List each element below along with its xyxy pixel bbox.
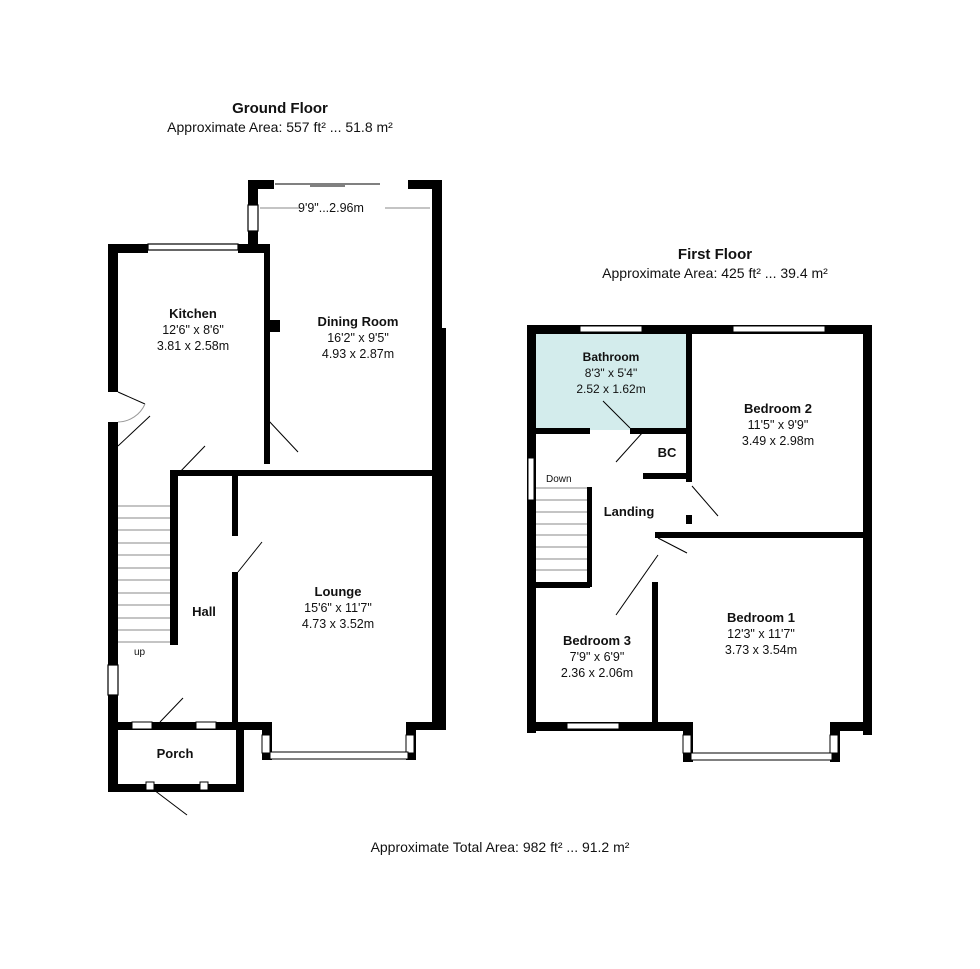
room-label-bathroom: Bathroom 8'3" x 5'4" 2.52 x 1.62m: [576, 349, 645, 397]
first-floor-title: First Floor: [677, 246, 753, 263]
room-dimensions-imperial: 16'2" x 9'5": [327, 331, 389, 345]
first-floor-plan: [527, 325, 872, 762]
room-dimensions-imperial: 12'3" x 11'7": [727, 627, 795, 641]
room-label-bc: BC: [658, 445, 677, 461]
room-dimensions-metric: 3.49 x 2.98m: [741, 434, 815, 448]
ground-floor-heading: Ground Floor Approximate Area: 557 ft² .…: [130, 100, 430, 136]
room-label-lounge: Lounge 15'6" x 11'7" 4.73 x 3.52m: [302, 584, 374, 632]
room-label-hall: Hall: [192, 604, 216, 620]
dining-width-dimension: 9'9"...2.96m: [298, 201, 364, 215]
room-label-bedroom-1: Bedroom 1 12'3" x 11'7" 3.73 x 3.54m: [725, 610, 797, 658]
ground-floor-plan: [107, 180, 446, 816]
room-dimensions-imperial: 7'9" x 6'9": [569, 650, 625, 664]
room-dimensions-metric: 2.52 x 1.62m: [576, 382, 646, 396]
room-label-kitchen: Kitchen 12'6" x 8'6" 3.81 x 2.58m: [157, 306, 229, 354]
room-name: BC: [657, 445, 677, 460]
room-dimensions-metric: 4.93 x 2.87m: [321, 347, 395, 361]
room-dimensions-metric: 2.36 x 2.06m: [560, 666, 634, 680]
room-name: Porch: [156, 746, 194, 761]
room-dimensions-imperial: 12'6" x 8'6": [162, 323, 224, 337]
room-name: Lounge: [314, 584, 362, 599]
room-label-landing: Landing: [604, 504, 655, 520]
bathroom-fill: [536, 332, 686, 430]
room-dimensions-imperial: 15'6" x 11'7": [304, 601, 372, 615]
room-dimensions-metric: 4.73 x 3.52m: [301, 617, 375, 631]
room-dimensions-metric: 3.73 x 3.54m: [724, 643, 798, 657]
room-name: Kitchen: [169, 306, 217, 321]
room-label-dining-room: Dining Room 16'2" x 9'5" 4.93 x 2.87m: [318, 314, 399, 362]
room-dimensions-imperial: 11'5" x 9'9": [747, 418, 809, 432]
room-dimensions-metric: 3.81 x 2.58m: [156, 339, 230, 353]
room-name: Bedroom 3: [563, 633, 631, 648]
room-label-bedroom-3: Bedroom 3 7'9" x 6'9" 2.36 x 2.06m: [561, 633, 633, 681]
room-name: Hall: [192, 604, 216, 619]
first-floor-area: Approximate Area: 425 ft² ... 39.4 m²: [602, 265, 828, 281]
room-name: Dining Room: [317, 314, 399, 329]
room-dimensions-imperial: 8'3" x 5'4": [584, 366, 638, 380]
ground-floor-area: Approximate Area: 557 ft² ... 51.8 m²: [167, 119, 393, 135]
room-label-porch: Porch: [157, 746, 194, 762]
stairs-down-label: Down: [546, 474, 572, 485]
room-name: Bedroom 2: [744, 401, 812, 416]
total-area: Approximate Total Area: 982 ft² ... 91.2…: [370, 839, 630, 855]
ground-floor-title: Ground Floor: [232, 100, 328, 117]
room-name: Landing: [603, 504, 655, 519]
room-name: Bathroom: [582, 350, 640, 364]
room-label-bedroom-2: Bedroom 2 11'5" x 9'9" 3.49 x 2.98m: [742, 401, 814, 449]
stairs-up-label: up: [134, 647, 146, 658]
room-name: Bedroom 1: [727, 610, 795, 625]
first-floor-heading: First Floor Approximate Area: 425 ft² ..…: [560, 246, 870, 282]
